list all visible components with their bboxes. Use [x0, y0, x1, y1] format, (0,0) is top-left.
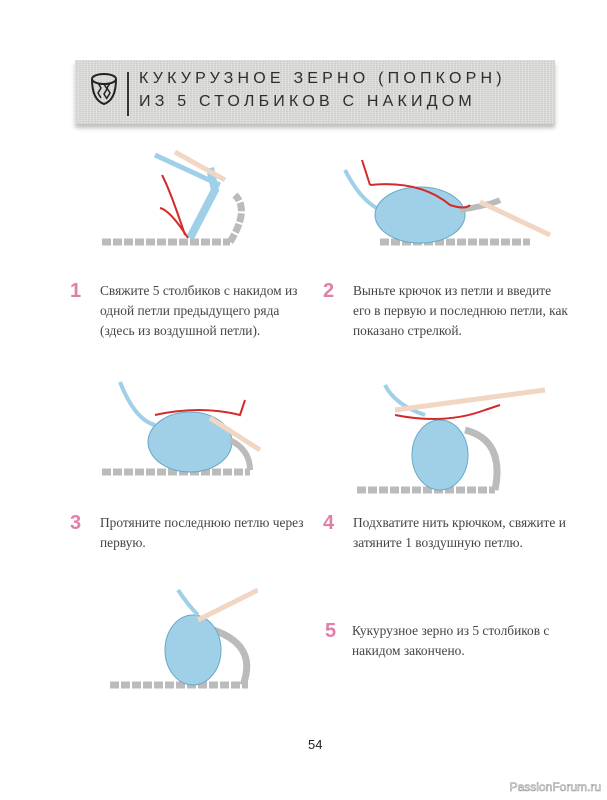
step-1-illustration — [102, 150, 245, 246]
divider — [127, 72, 129, 116]
step-3-number: 3 — [70, 512, 82, 534]
popcorn-stitch-icon — [91, 73, 117, 106]
title-line-1: КУКУРУЗНОЕ ЗЕРНО (ПОПКОРН) — [139, 70, 506, 87]
step-2-number: 2 — [323, 280, 335, 302]
title-line-2: ИЗ 5 СТОЛБИКОВ С НАКИДОМ — [139, 93, 476, 110]
step-3-illustration — [102, 381, 262, 476]
page-number: 54 — [308, 737, 323, 752]
step-5-text: Кукурузное зерно из 5 столбиков с накидо… — [352, 623, 550, 658]
step-4-number: 4 — [323, 512, 335, 534]
step-1-number: 1 — [70, 280, 82, 302]
step-4-text: Подхватите нить крючком, свяжите и затян… — [353, 515, 566, 550]
step-3-text: Протяните последнюю петлю через первую. — [100, 515, 304, 550]
step-2-text: Выньте крючок из петли и введите его в п… — [353, 283, 568, 338]
watermark: PassionForum.ru — [509, 780, 601, 795]
step-4-illustration — [357, 384, 546, 494]
step-5-illustration — [110, 587, 258, 689]
title-banner: КУКУРУЗНОЕ ЗЕРНО (ПОПКОРН) ИЗ 5 СТОЛБИКО… — [75, 60, 555, 124]
step-2-illustration — [343, 159, 552, 246]
step-5-number: 5 — [325, 620, 337, 642]
step-1-text: Свяжите 5 столбиков с накидом из одной п… — [100, 283, 298, 338]
